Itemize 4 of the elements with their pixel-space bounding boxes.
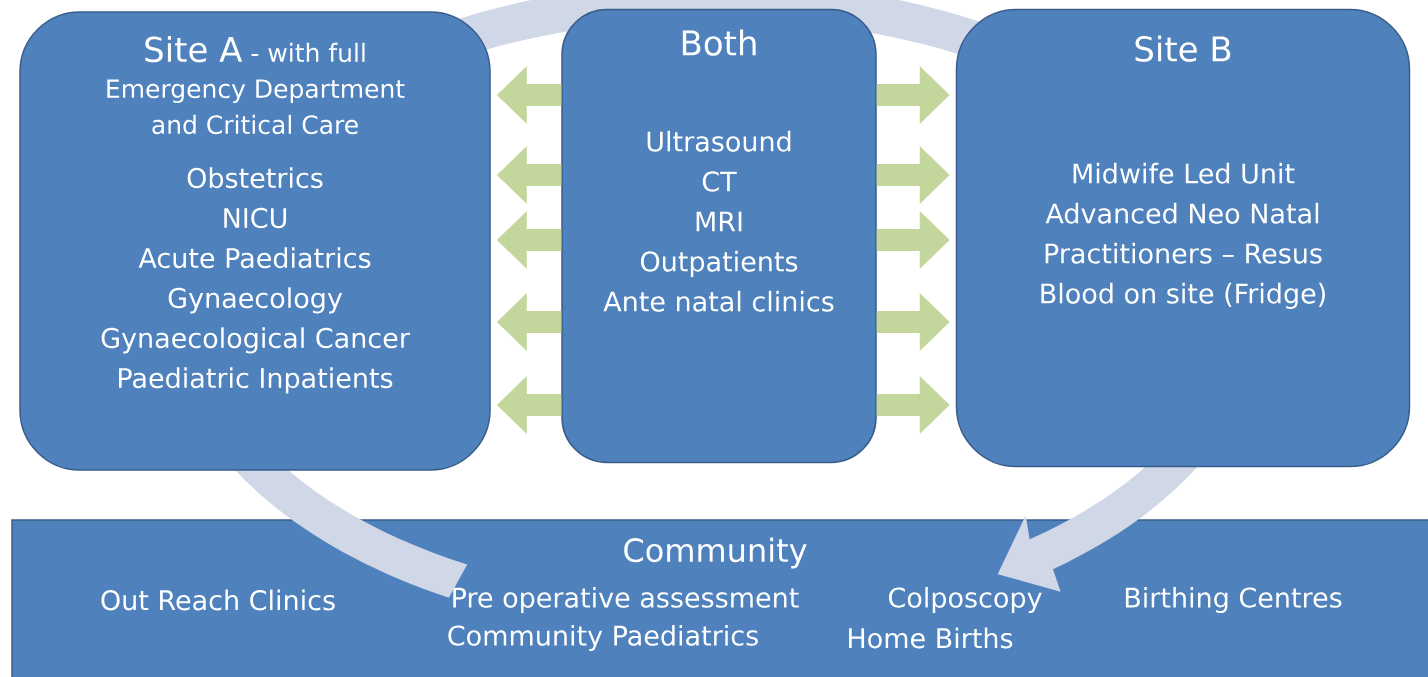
site-box: Site A - with full Emergency Department and Critical Care Obstetrics NICU Acute Paediatrics Gynaecology Gynaecological Cancer Paediatric Inpatients — [19, 11, 491, 471]
community-box: Community Out Reach Clinics Pre operative assessment Colposcopy Birthing Centres Community Paediatrics Home Births — [11, 519, 1428, 677]
site-box: Both Ultrasound CT MRI Outpatients Ante natal clinics — [561, 8, 877, 464]
site-box: Site B Midwife Led Unit Advanced Neo Natal Practitioners – Resus Blood on site (Fridge) — [955, 8, 1411, 468]
